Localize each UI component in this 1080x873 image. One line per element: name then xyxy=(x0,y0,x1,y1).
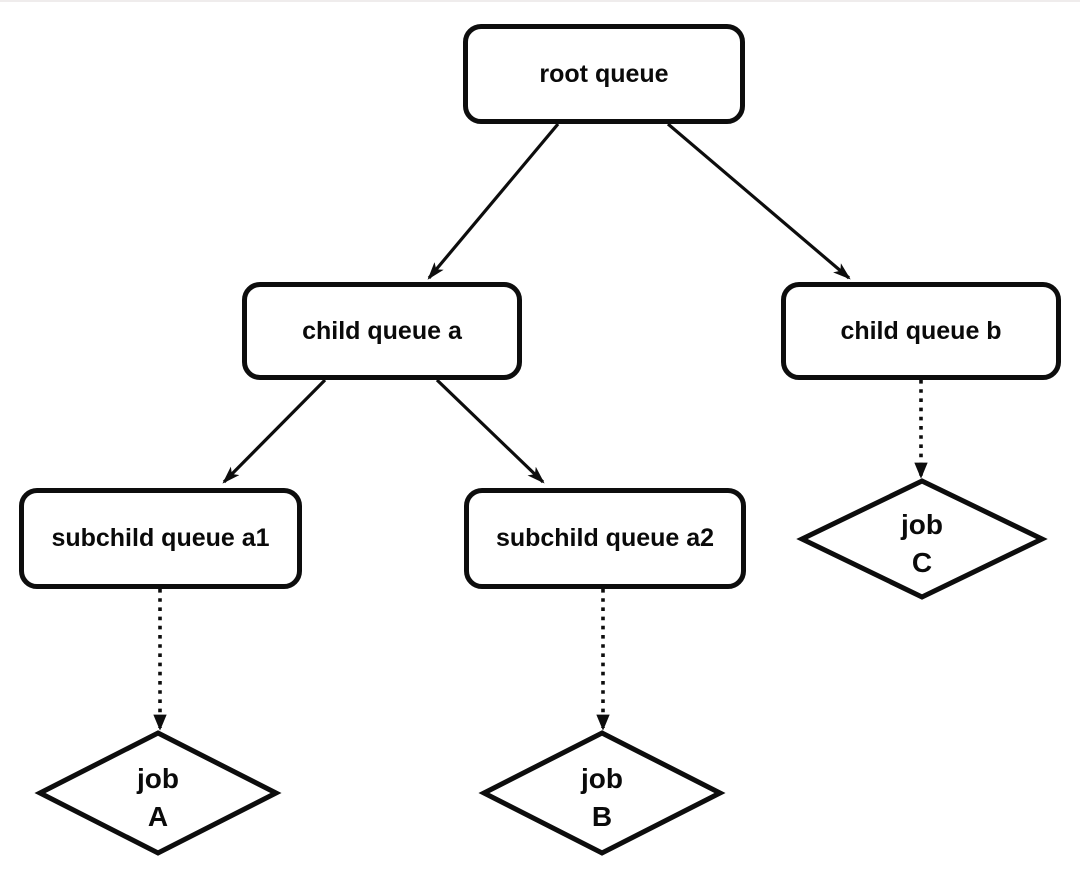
node-subchild-queue-a2: subchild queue a2 xyxy=(464,488,746,589)
job-c-label-line2: C xyxy=(912,547,932,578)
node-child-queue-a-label: child queue a xyxy=(302,316,462,345)
edge-child-a-to-subchild-a1 xyxy=(222,378,327,484)
node-root-queue: root queue xyxy=(463,24,745,124)
node-subchild-queue-a1-label: subchild queue a1 xyxy=(51,524,270,552)
job-a-diamond xyxy=(34,730,282,856)
job-c-diamond xyxy=(796,478,1048,600)
node-subchild-queue-a1: subchild queue a1 xyxy=(19,488,302,589)
node-child-queue-a: child queue a xyxy=(242,282,522,380)
node-subchild-queue-a2-label: subchild queue a2 xyxy=(495,524,715,552)
job-c-label-line1: job xyxy=(900,509,943,540)
node-child-queue-b-label: child queue b xyxy=(840,316,1002,345)
edge-child-a-to-subchild-a2 xyxy=(435,378,545,484)
job-b-diamond xyxy=(478,730,726,856)
job-b-label-line2: B xyxy=(592,801,612,832)
edge-root-to-child-queue-a xyxy=(427,122,560,280)
edge-root-to-child-queue-b xyxy=(666,122,851,280)
job-a-label-line2: A xyxy=(148,801,168,832)
job-a-label-line1: job xyxy=(136,763,179,794)
node-child-queue-b: child queue b xyxy=(781,282,1061,380)
job-b-label-line1: job xyxy=(580,763,623,794)
node-root-queue-label: root queue xyxy=(539,59,669,88)
